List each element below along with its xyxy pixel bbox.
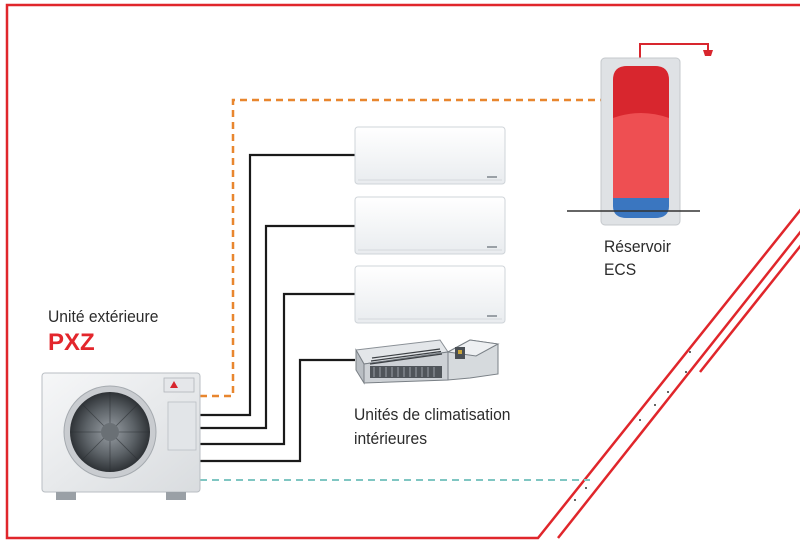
decorative-dots <box>574 351 691 501</box>
outdoor-unit-label: Unité extérieure <box>48 307 159 326</box>
outdoor-model-label: PXZ <box>48 329 95 356</box>
tank-label-line2: ECS <box>604 260 637 279</box>
indoor-unit-wiring <box>200 153 355 463</box>
wall-unit-icon <box>354 126 506 185</box>
ducted-unit-icon <box>355 339 500 385</box>
wall-unit-icon <box>354 196 506 255</box>
tank-label-line1: Réservoir <box>604 237 671 256</box>
wall-unit-icon <box>354 265 506 324</box>
indoor-units-label-line2: intérieures <box>354 429 428 448</box>
outdoor-unit-icon <box>41 372 201 500</box>
orange-pipe-to-tank <box>200 98 601 398</box>
frame-border <box>5 3 800 540</box>
water-tank-icon <box>567 43 713 226</box>
indoor-units-label-line1: Unités de climatisation <box>354 405 511 424</box>
